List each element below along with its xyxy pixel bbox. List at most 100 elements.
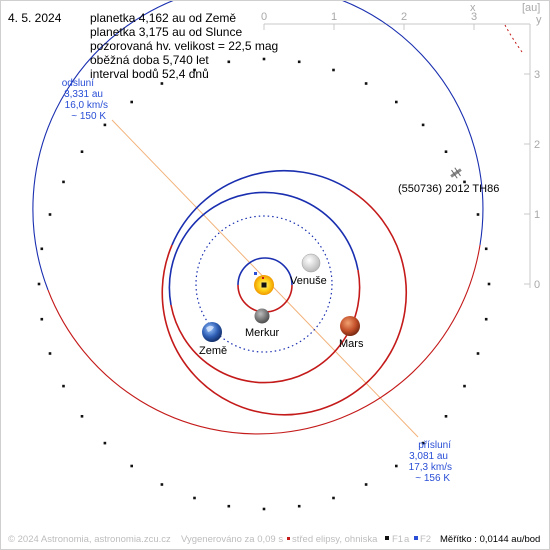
orbit-position-dot — [463, 180, 466, 184]
perihelion-speed: 17,3 km/s — [409, 462, 452, 473]
footer-legend-f2: F2 — [420, 534, 431, 545]
orbit-position-dot — [103, 441, 107, 445]
mercury-planet — [254, 308, 270, 324]
info-line-interval: interval bodů 52,4 dnů — [90, 67, 209, 81]
orbit-position-dot — [193, 68, 196, 72]
orbit-position-dot — [48, 352, 52, 355]
perihelion-label: přísluní 3,081 au 17,3 km/s ~ 156 K — [409, 440, 452, 484]
orbit-position-dot — [463, 384, 466, 388]
orbit-position-dots — [37, 57, 491, 511]
mars-planet — [340, 316, 360, 336]
earth-label: Země — [199, 345, 227, 357]
asteroid-marker-icon — [450, 167, 462, 179]
coordinate-axes: 0 1 2 3 x [au] y 3 2 1 0 — [261, 2, 542, 291]
footer-scale: Měřítko : 0,0144 au/bod — [440, 534, 540, 545]
x-axis-unit: x — [470, 2, 476, 14]
ellipse-center-marker — [262, 277, 264, 279]
orbit-position-dot — [484, 317, 488, 321]
mars-orbit — [161, 169, 407, 416]
orbit-position-dot — [40, 317, 44, 321]
info-line-period: oběžná doba 5,740 let — [90, 53, 209, 67]
y-tick-1: 1 — [534, 209, 540, 221]
asteroid-orbit — [32, 0, 491, 511]
focus-f2-marker — [254, 272, 257, 275]
info-line-sun-distance: planetka 3,175 au od Slunce — [90, 25, 242, 39]
orbit-position-dot — [332, 496, 335, 500]
orbit-position-dot — [444, 415, 448, 418]
earth-orbit — [168, 191, 361, 384]
orbit-position-dot — [37, 282, 41, 286]
venus-label: Venuše — [290, 275, 327, 287]
orbit-position-dot — [62, 180, 65, 184]
footer-copyright: © 2024 Astronomia, astronomia.zcu.cz — [8, 534, 171, 545]
legend-center-swatch — [287, 537, 290, 540]
orbit-position-dot — [476, 352, 480, 355]
perihelion-temp: ~ 156 K — [415, 473, 450, 484]
venus-orbit — [195, 215, 333, 353]
footer-legend-center: střed elipsy, ohniska — [292, 534, 378, 545]
orbit-position-dot — [364, 483, 368, 486]
aphelion-temp: ~ 150 K — [71, 111, 106, 122]
aphelion-speed: 16,0 km/s — [65, 100, 108, 111]
x-tick-2: 2 — [401, 11, 407, 23]
orbit-position-dot — [395, 100, 398, 104]
asteroid-label: (550736) 2012 TH86 — [398, 183, 499, 195]
aphelion-distance: 3,331 au — [64, 89, 103, 100]
legend-f1-swatch — [385, 536, 389, 540]
orbit-position-dot — [48, 213, 52, 216]
orbit-position-dot — [103, 123, 107, 127]
y-axis-unit: y — [536, 14, 542, 26]
x-tick-3: 3 — [471, 11, 477, 23]
orbit-position-dot — [487, 282, 491, 286]
orbit-position-dot — [130, 464, 133, 468]
perihelion-distance: 3,081 au — [409, 451, 448, 462]
orbit-position-dot — [262, 57, 266, 61]
orbit-position-dot — [80, 415, 84, 418]
orbit-position-dot — [40, 247, 44, 251]
orbit-position-dot — [297, 504, 301, 508]
orbit-position-dot — [332, 68, 335, 72]
footer: © 2024 Astronomia, astronomia.zcu.cz Vyg… — [8, 534, 540, 545]
orbit-position-dot — [193, 496, 196, 500]
orbit-position-dot — [444, 150, 448, 153]
date-label: 4. 5. 2024 — [8, 11, 62, 25]
orbit-position-dot — [80, 150, 84, 153]
outer-orbit-fragment — [504, 24, 523, 53]
footer-legend-a: a — [404, 534, 410, 545]
y-tick-3: 3 — [534, 69, 540, 81]
orbit-position-dot — [262, 507, 266, 511]
axis-unit-bracket: [au] — [522, 2, 540, 14]
x-tick-1: 1 — [331, 11, 337, 23]
orbit-position-dot — [395, 464, 398, 468]
earth-planet — [202, 322, 222, 342]
orbit-position-dot — [160, 483, 164, 486]
footer-legend-f1: F1 — [392, 534, 403, 545]
y-tick-0: 0 — [534, 279, 540, 291]
info-block: planetka 4,162 au od Země planetka 3,175… — [90, 11, 278, 81]
orbit-position-dot — [421, 123, 425, 127]
footer-generated: Vygenerováno za 0,09 s — [181, 534, 283, 545]
focus-f1-marker — [261, 282, 267, 288]
orbit-position-dot — [364, 82, 368, 85]
perihelion-title: přísluní — [418, 440, 451, 451]
mercury-label: Merkur — [245, 327, 280, 339]
mars-label: Mars — [339, 338, 364, 350]
orbit-position-dot — [297, 60, 301, 64]
aphelion-label: odsluní 3,331 au 16,0 km/s ~ 150 K — [62, 78, 108, 122]
aphelion-title: odsluní — [62, 78, 94, 89]
orbit-position-dot — [62, 384, 65, 388]
orbit-position-dot — [160, 82, 164, 85]
sun — [254, 275, 274, 295]
y-tick-2: 2 — [534, 139, 540, 151]
orbit-position-dot — [421, 441, 425, 445]
orbit-position-dot — [130, 100, 133, 104]
legend-f2-swatch — [414, 536, 418, 540]
x-tick-0: 0 — [261, 11, 267, 23]
orbit-position-dot — [484, 247, 488, 251]
venus-planet — [301, 253, 321, 273]
orbit-position-dot — [476, 213, 480, 216]
orbit-position-dot — [227, 60, 231, 64]
orbit-position-dot — [227, 504, 231, 508]
